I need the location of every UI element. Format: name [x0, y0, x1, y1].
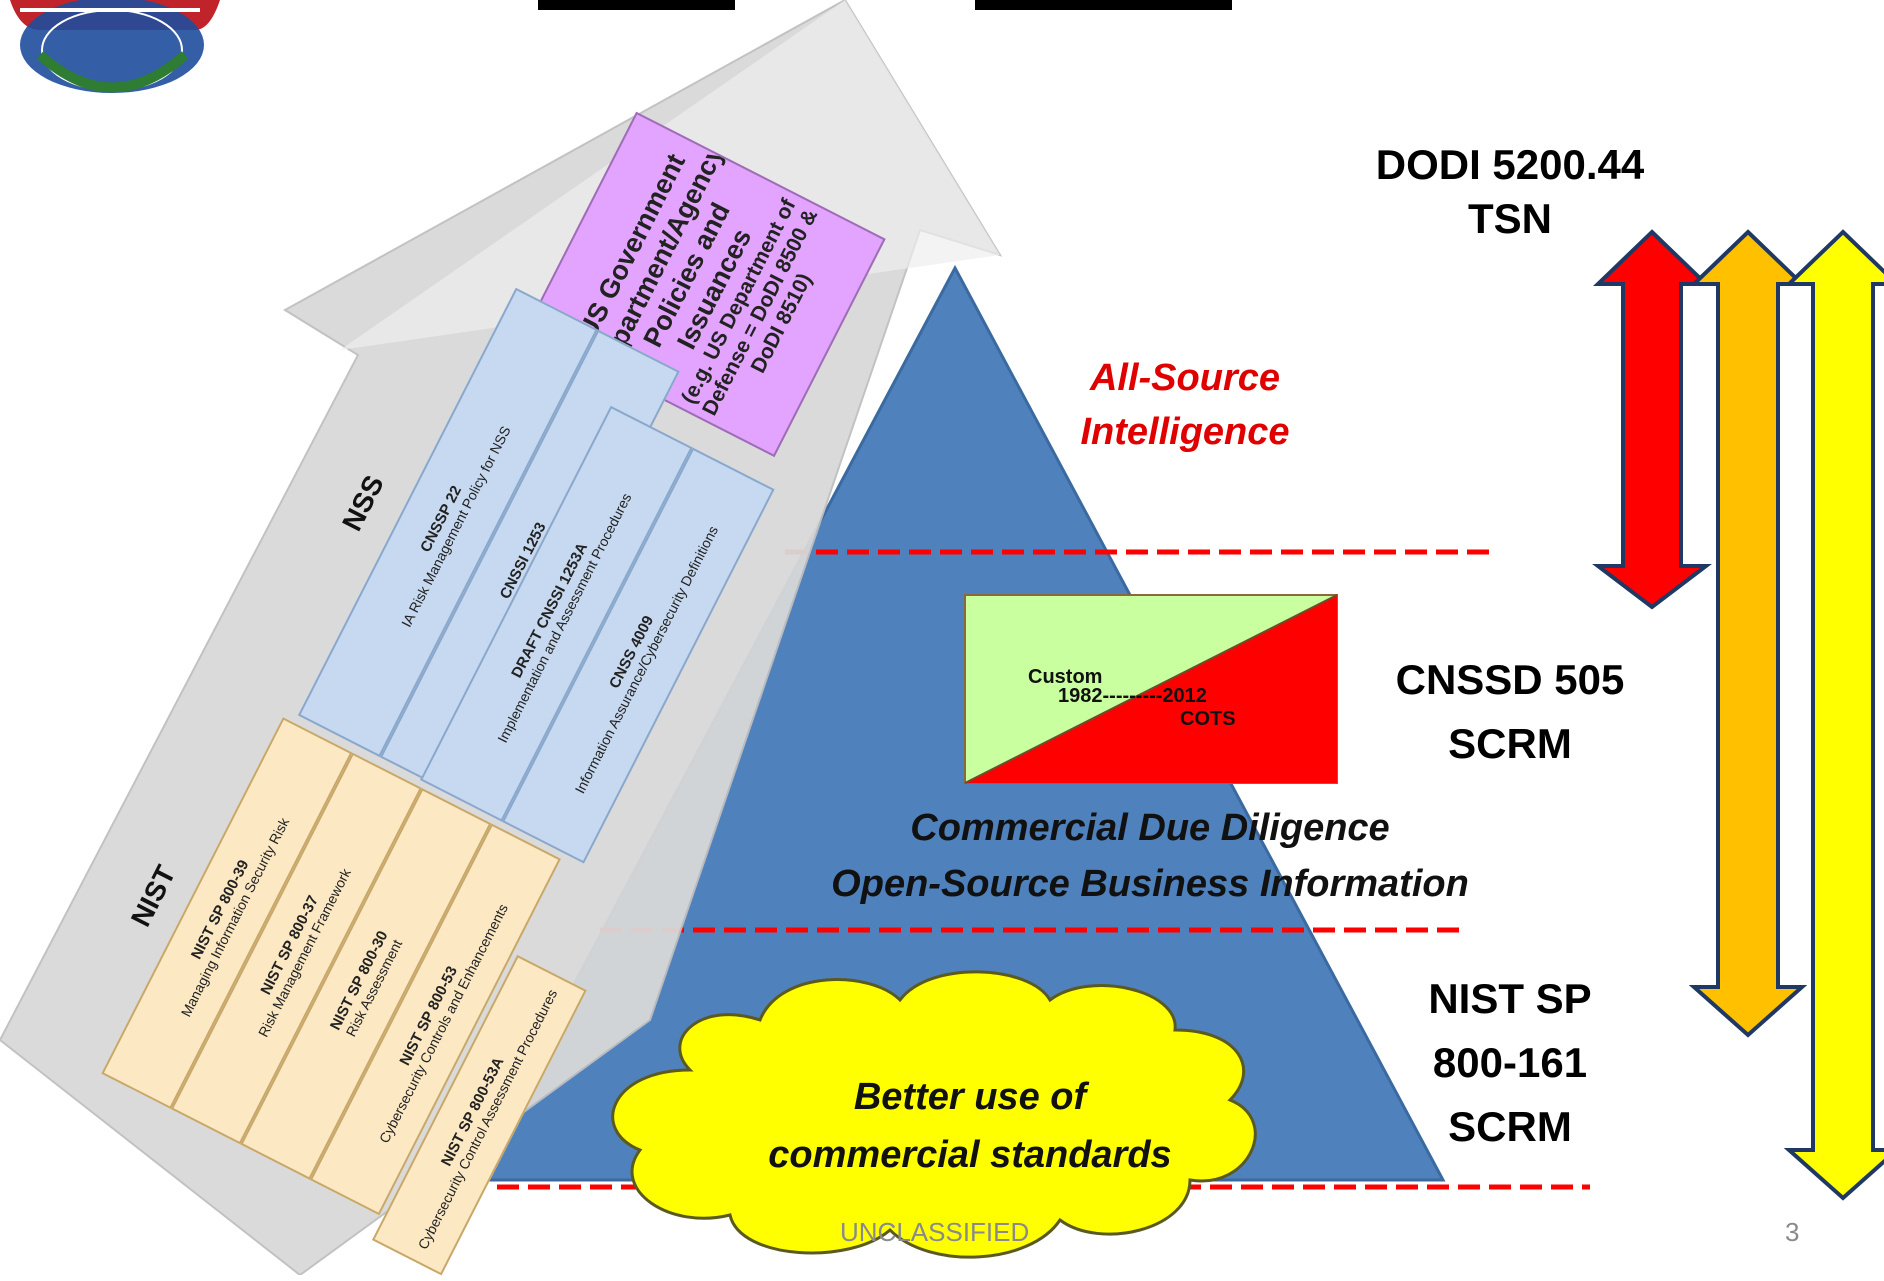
- nist-sp-line-1: NIST SP: [1428, 975, 1592, 1022]
- classification-footer: UNCLASSIFIED: [840, 1217, 1030, 1247]
- year-range-label: 1982---------2012: [1058, 685, 1207, 707]
- title-bar-left: [538, 0, 735, 10]
- cnssd-line-2: SCRM: [1448, 720, 1572, 767]
- dodi-line-1: DODI 5200.44: [1375, 141, 1645, 188]
- tsn-scope-arrow: [1592, 229, 1712, 610]
- dodi-line-2: TSN: [1468, 195, 1552, 242]
- all-source-label: All-Source Intelligence: [1005, 351, 1365, 459]
- standards-cloud: [611, 970, 1257, 1259]
- due-diligence-line-1: Commercial Due Diligence: [910, 807, 1390, 849]
- commercial-due-diligence-label: Commercial Due Diligence Open-Source Bus…: [700, 800, 1600, 912]
- all-source-line-1: All-Source: [1089, 357, 1281, 399]
- custom-label: Custom: [1028, 666, 1103, 688]
- cloud-label: Better use of commercial standards: [700, 1068, 1240, 1184]
- nist-sp-line-2: 800-161: [1432, 1039, 1588, 1086]
- cnssd-scope-arrow: [1688, 229, 1808, 1038]
- cloud-line-2: commercial standards: [768, 1134, 1172, 1176]
- cnssd-line-1: CNSSD 505: [1395, 656, 1625, 703]
- nist-sp-label: NIST SP 800-161 SCRM: [1330, 967, 1690, 1159]
- custom-cots-timeline-box: [964, 594, 1338, 784]
- title-bar-right: [975, 0, 1232, 10]
- nist-scope-arrow: [1783, 229, 1884, 1201]
- due-diligence-line-2: Open-Source Business Information: [831, 863, 1469, 905]
- dodi-label: DODI 5200.44 TSN: [1330, 138, 1690, 246]
- cloud-line-1: Better use of: [853, 1076, 1087, 1118]
- cots-label: COTS: [1180, 708, 1236, 730]
- cnssd-label: CNSSD 505 SCRM: [1330, 648, 1690, 776]
- organization-logo: [10, 0, 220, 93]
- nist-sp-line-3: SCRM: [1448, 1103, 1572, 1150]
- page-number: 3: [1785, 1217, 1800, 1247]
- all-source-line-2: Intelligence: [1080, 411, 1290, 453]
